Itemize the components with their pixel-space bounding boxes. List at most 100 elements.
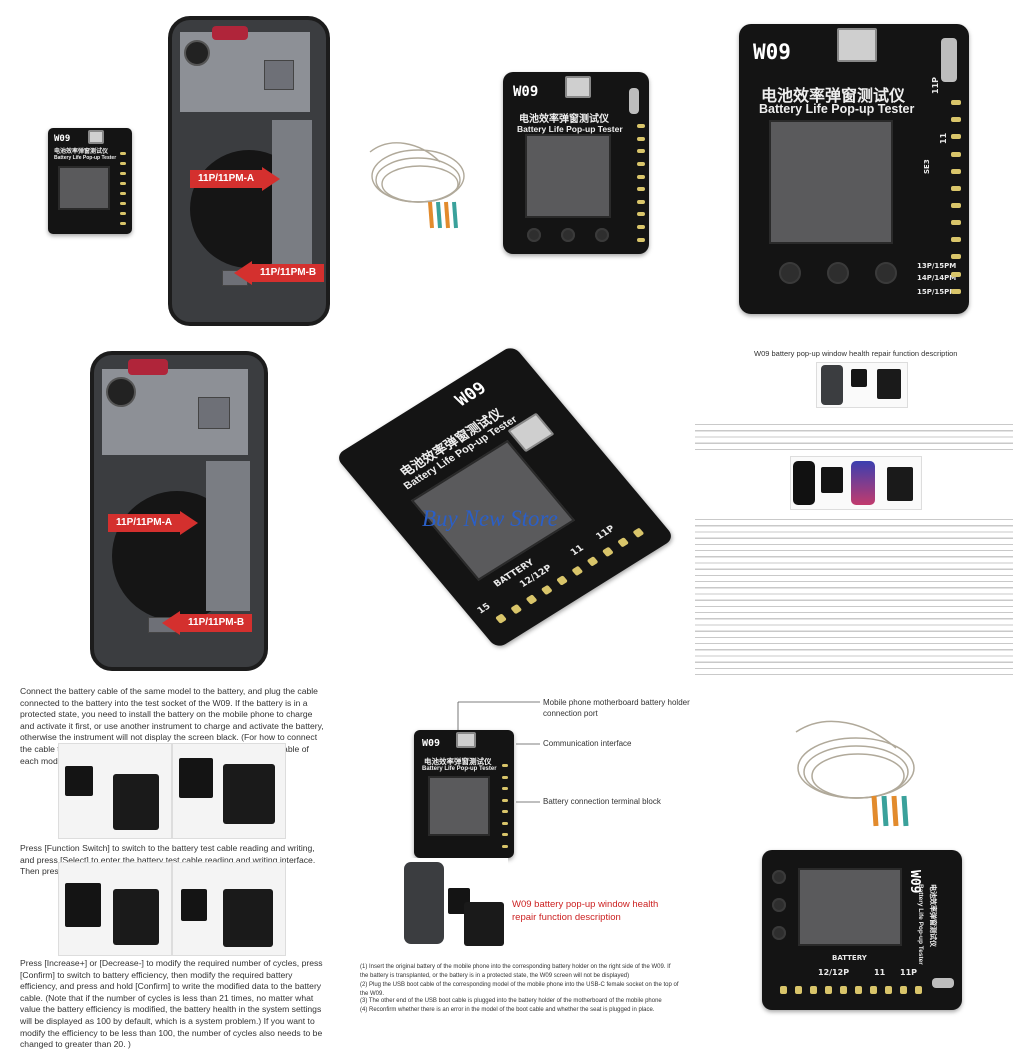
tester-device-labeled: W09 电池效率弹窗测试仪 Battery Life Pop-up Tester — [414, 730, 514, 858]
device-thumb — [65, 883, 101, 927]
device-title-cn: 电池效率弹窗测试仪 — [424, 757, 492, 766]
battery-thumb — [223, 764, 275, 824]
model-label-11: 11 — [569, 543, 587, 558]
device-title-en: Battery Life Pop-up Tester — [422, 766, 497, 772]
callout-terminal-block: Battery connection terminal block — [543, 797, 661, 806]
step-3: (3) The other end of the USB boot cable … — [360, 998, 662, 1004]
model-label-11: 11 — [939, 132, 948, 144]
model-label-11p: 11P — [931, 77, 940, 94]
function-button[interactable] — [527, 228, 541, 242]
battery-area — [272, 120, 312, 270]
select-button[interactable] — [772, 898, 786, 912]
device-title-cn: 电池效率弹窗测试仪 — [519, 114, 609, 125]
phone-thumb — [793, 461, 815, 505]
usb-port — [837, 28, 877, 62]
usb-c-port — [629, 88, 639, 114]
usb-c-port — [941, 38, 957, 82]
step-4: (4) Reconfirm whether there is an error … — [360, 1007, 655, 1013]
device-model-label: W09 — [422, 738, 441, 749]
battery-label: BATTERY — [832, 954, 867, 962]
tester-device-large: W09 电池效率弹窗测试仪 Battery Life Pop-up Tester… — [739, 24, 969, 314]
battery-thumb — [113, 774, 159, 830]
battery-thumb — [887, 467, 913, 501]
device-thumb — [65, 766, 93, 796]
modify-button[interactable] — [875, 262, 897, 284]
phone-thumb — [821, 365, 843, 405]
chip — [264, 60, 294, 90]
description-text-1 — [695, 422, 1013, 452]
model-label-15p15pm: 15P/15PM — [917, 288, 957, 296]
callout-red-title: W09 battery pop-up window health repair … — [512, 899, 659, 923]
terminal-strip — [776, 986, 926, 994]
step-2: (2) Plug the USB boot cable of the corre… — [360, 982, 679, 997]
device-title-en: Battery Life Pop-up Tester — [517, 124, 623, 134]
instruction-photo-4 — [172, 862, 286, 956]
description-photo-2 — [790, 456, 922, 510]
instruction-photo-1 — [58, 743, 172, 839]
model-label-12-12p: 12/12P — [818, 968, 850, 977]
camera-icon — [184, 40, 210, 66]
description-text-2 — [695, 517, 1013, 675]
callout-motherboard-port: Mobile phone motherboard battery holder … — [543, 698, 690, 718]
device-screen — [798, 868, 902, 946]
tester-device-bottom: W09 电池效率弹窗测试仪 Battery Life Pop-up Tester… — [762, 850, 962, 1010]
terminal-strip — [120, 148, 126, 228]
red-connector — [212, 26, 248, 40]
arrow-label-a: 11P/11PM-A — [190, 167, 281, 191]
device-model-label: W09 — [451, 378, 491, 411]
device-title-en: Battery Life Pop-up Tester — [759, 102, 915, 116]
device-title-cn: 电池效率弹窗测试仪 — [54, 149, 109, 155]
arrow-label-b: 11P/11PM-B — [234, 261, 325, 285]
terminal-strip — [951, 94, 961, 300]
arrow-label-a-2: 11P/11PM-A — [108, 511, 199, 535]
device-screen — [769, 120, 893, 244]
device-thumb — [821, 467, 843, 493]
model-label-13p15pm: 13P/15PM — [917, 262, 957, 270]
battery-thumb — [877, 369, 901, 399]
device-screen — [525, 134, 611, 218]
select-button[interactable] — [561, 228, 575, 242]
tester-device-small: W09 电池效率弹窗测试仪 Battery Life Pop-up Tester — [48, 128, 132, 234]
tester-device-tilted: W09 电池效率弹窗测试仪 Battery Life Pop-up Tester… — [334, 344, 676, 650]
instruction-photo-3 — [58, 862, 172, 956]
function-button[interactable] — [779, 262, 801, 284]
red-connector — [128, 359, 168, 375]
modify-button[interactable] — [595, 228, 609, 242]
device-model-label: W09 — [753, 40, 791, 64]
modify-button[interactable] — [772, 926, 786, 940]
phone-thumb — [404, 862, 444, 944]
device-screen — [428, 776, 490, 836]
usb-port — [565, 76, 591, 98]
terminal-strip — [502, 760, 508, 852]
battery-thumb — [113, 889, 159, 945]
model-label-11p: 11P — [594, 524, 618, 543]
battery-area — [206, 461, 250, 611]
tester-device-medium: W09 电池效率弹窗测试仪 Battery Life Pop-up Tester — [503, 72, 649, 254]
usb-c-port — [932, 978, 954, 988]
function-button[interactable] — [772, 870, 786, 884]
test-cables-bottom — [795, 720, 915, 827]
instruction-paragraph-3: Press [Increase+] or [Decrease-] to modi… — [20, 958, 323, 1050]
description-photo-1 — [816, 362, 908, 408]
device-screen — [58, 166, 110, 210]
terminal-strip — [637, 120, 645, 246]
device-title-cn: 电池效率弹窗测试仪 — [929, 884, 936, 947]
phone-screen-thumb — [851, 461, 875, 505]
model-label-11p: 11P — [900, 968, 917, 977]
battery-thumb — [223, 889, 273, 947]
instruction-photo-2 — [172, 743, 286, 839]
device-thumb — [181, 889, 207, 921]
callout-communication-interface: Communication interface — [543, 739, 632, 748]
arrow-label-b-2: 11P/11PM-B — [162, 611, 253, 635]
chip — [198, 397, 230, 429]
device-title-cn: 电池效率弹窗测试仪 — [761, 88, 906, 105]
device-model-label: W09 — [54, 134, 71, 144]
device-thumb — [179, 758, 213, 798]
usb-port — [456, 732, 476, 748]
device-title-en: Battery Life Pop-up Tester — [917, 884, 924, 965]
device-thumb — [851, 369, 867, 387]
assembly-photo — [402, 858, 508, 948]
usb-port — [88, 130, 104, 144]
model-label-15: 15 — [475, 601, 493, 617]
select-button[interactable] — [827, 262, 849, 284]
